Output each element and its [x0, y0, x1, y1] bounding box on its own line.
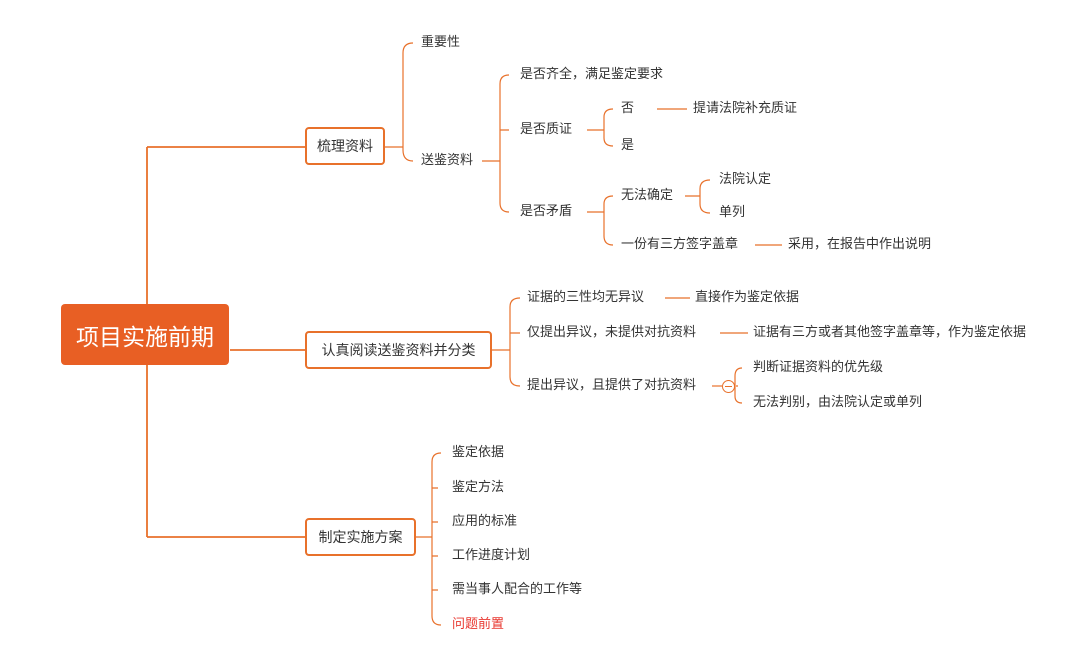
- node-submitted-materials[interactable]: 送鉴资料: [421, 153, 474, 168]
- node-use-directly[interactable]: 直接作为鉴定依据: [695, 290, 800, 305]
- node-cross-examined-no[interactable]: 否: [621, 101, 635, 116]
- node-adopt-explain[interactable]: 采用，在报告中作出说明: [788, 237, 932, 252]
- node-objection-no-counter[interactable]: 仅提出异议，未提供对抗资料: [527, 325, 697, 340]
- node-cannot-judge[interactable]: 无法判别，由法院认定或单列: [753, 395, 923, 410]
- node-request-court-supplement[interactable]: 提请法院补充质证: [693, 101, 798, 116]
- node-contradictory[interactable]: 是否矛盾: [520, 204, 573, 219]
- branch-node-read-classify[interactable]: 认真阅读送鉴资料并分类: [305, 331, 492, 369]
- collapse-toggle-icon[interactable]: [722, 380, 735, 393]
- node-signed-evidence-basis[interactable]: 证据有三方或者其他签字盖章等，作为鉴定依据: [753, 325, 1027, 340]
- node-plan-item[interactable]: 鉴定方法: [452, 480, 505, 495]
- node-cross-examined-yes[interactable]: 是: [621, 138, 635, 153]
- node-no-objection[interactable]: 证据的三性均无异议: [527, 290, 645, 305]
- node-plan-item[interactable]: 需当事人配合的工作等: [452, 582, 583, 597]
- node-plan-item[interactable]: 鉴定依据: [452, 445, 505, 460]
- node-cross-examined[interactable]: 是否质证: [520, 122, 573, 137]
- node-court-decides[interactable]: 法院认定: [719, 172, 772, 187]
- branch-node-organize-materials[interactable]: 梳理资料: [305, 127, 385, 165]
- root-node[interactable]: 项目实施前期: [61, 304, 229, 365]
- branch-node-implementation-plan[interactable]: 制定实施方案: [305, 518, 416, 556]
- node-plan-item[interactable]: 工作进度计划: [452, 548, 531, 563]
- node-importance[interactable]: 重要性: [421, 35, 461, 50]
- node-plan-item-highlighted[interactable]: 问题前置: [452, 617, 505, 632]
- node-plan-item[interactable]: 应用的标准: [452, 514, 518, 529]
- node-undetermined[interactable]: 无法确定: [621, 188, 674, 203]
- node-evidence-priority[interactable]: 判断证据资料的优先级: [753, 360, 884, 375]
- node-completeness[interactable]: 是否齐全，满足鉴定要求: [520, 67, 664, 82]
- node-list-separately[interactable]: 单列: [719, 205, 746, 220]
- node-three-party-signed[interactable]: 一份有三方签字盖章: [621, 237, 739, 252]
- node-objection-with-counter[interactable]: 提出异议，且提供了对抗资料: [527, 378, 697, 393]
